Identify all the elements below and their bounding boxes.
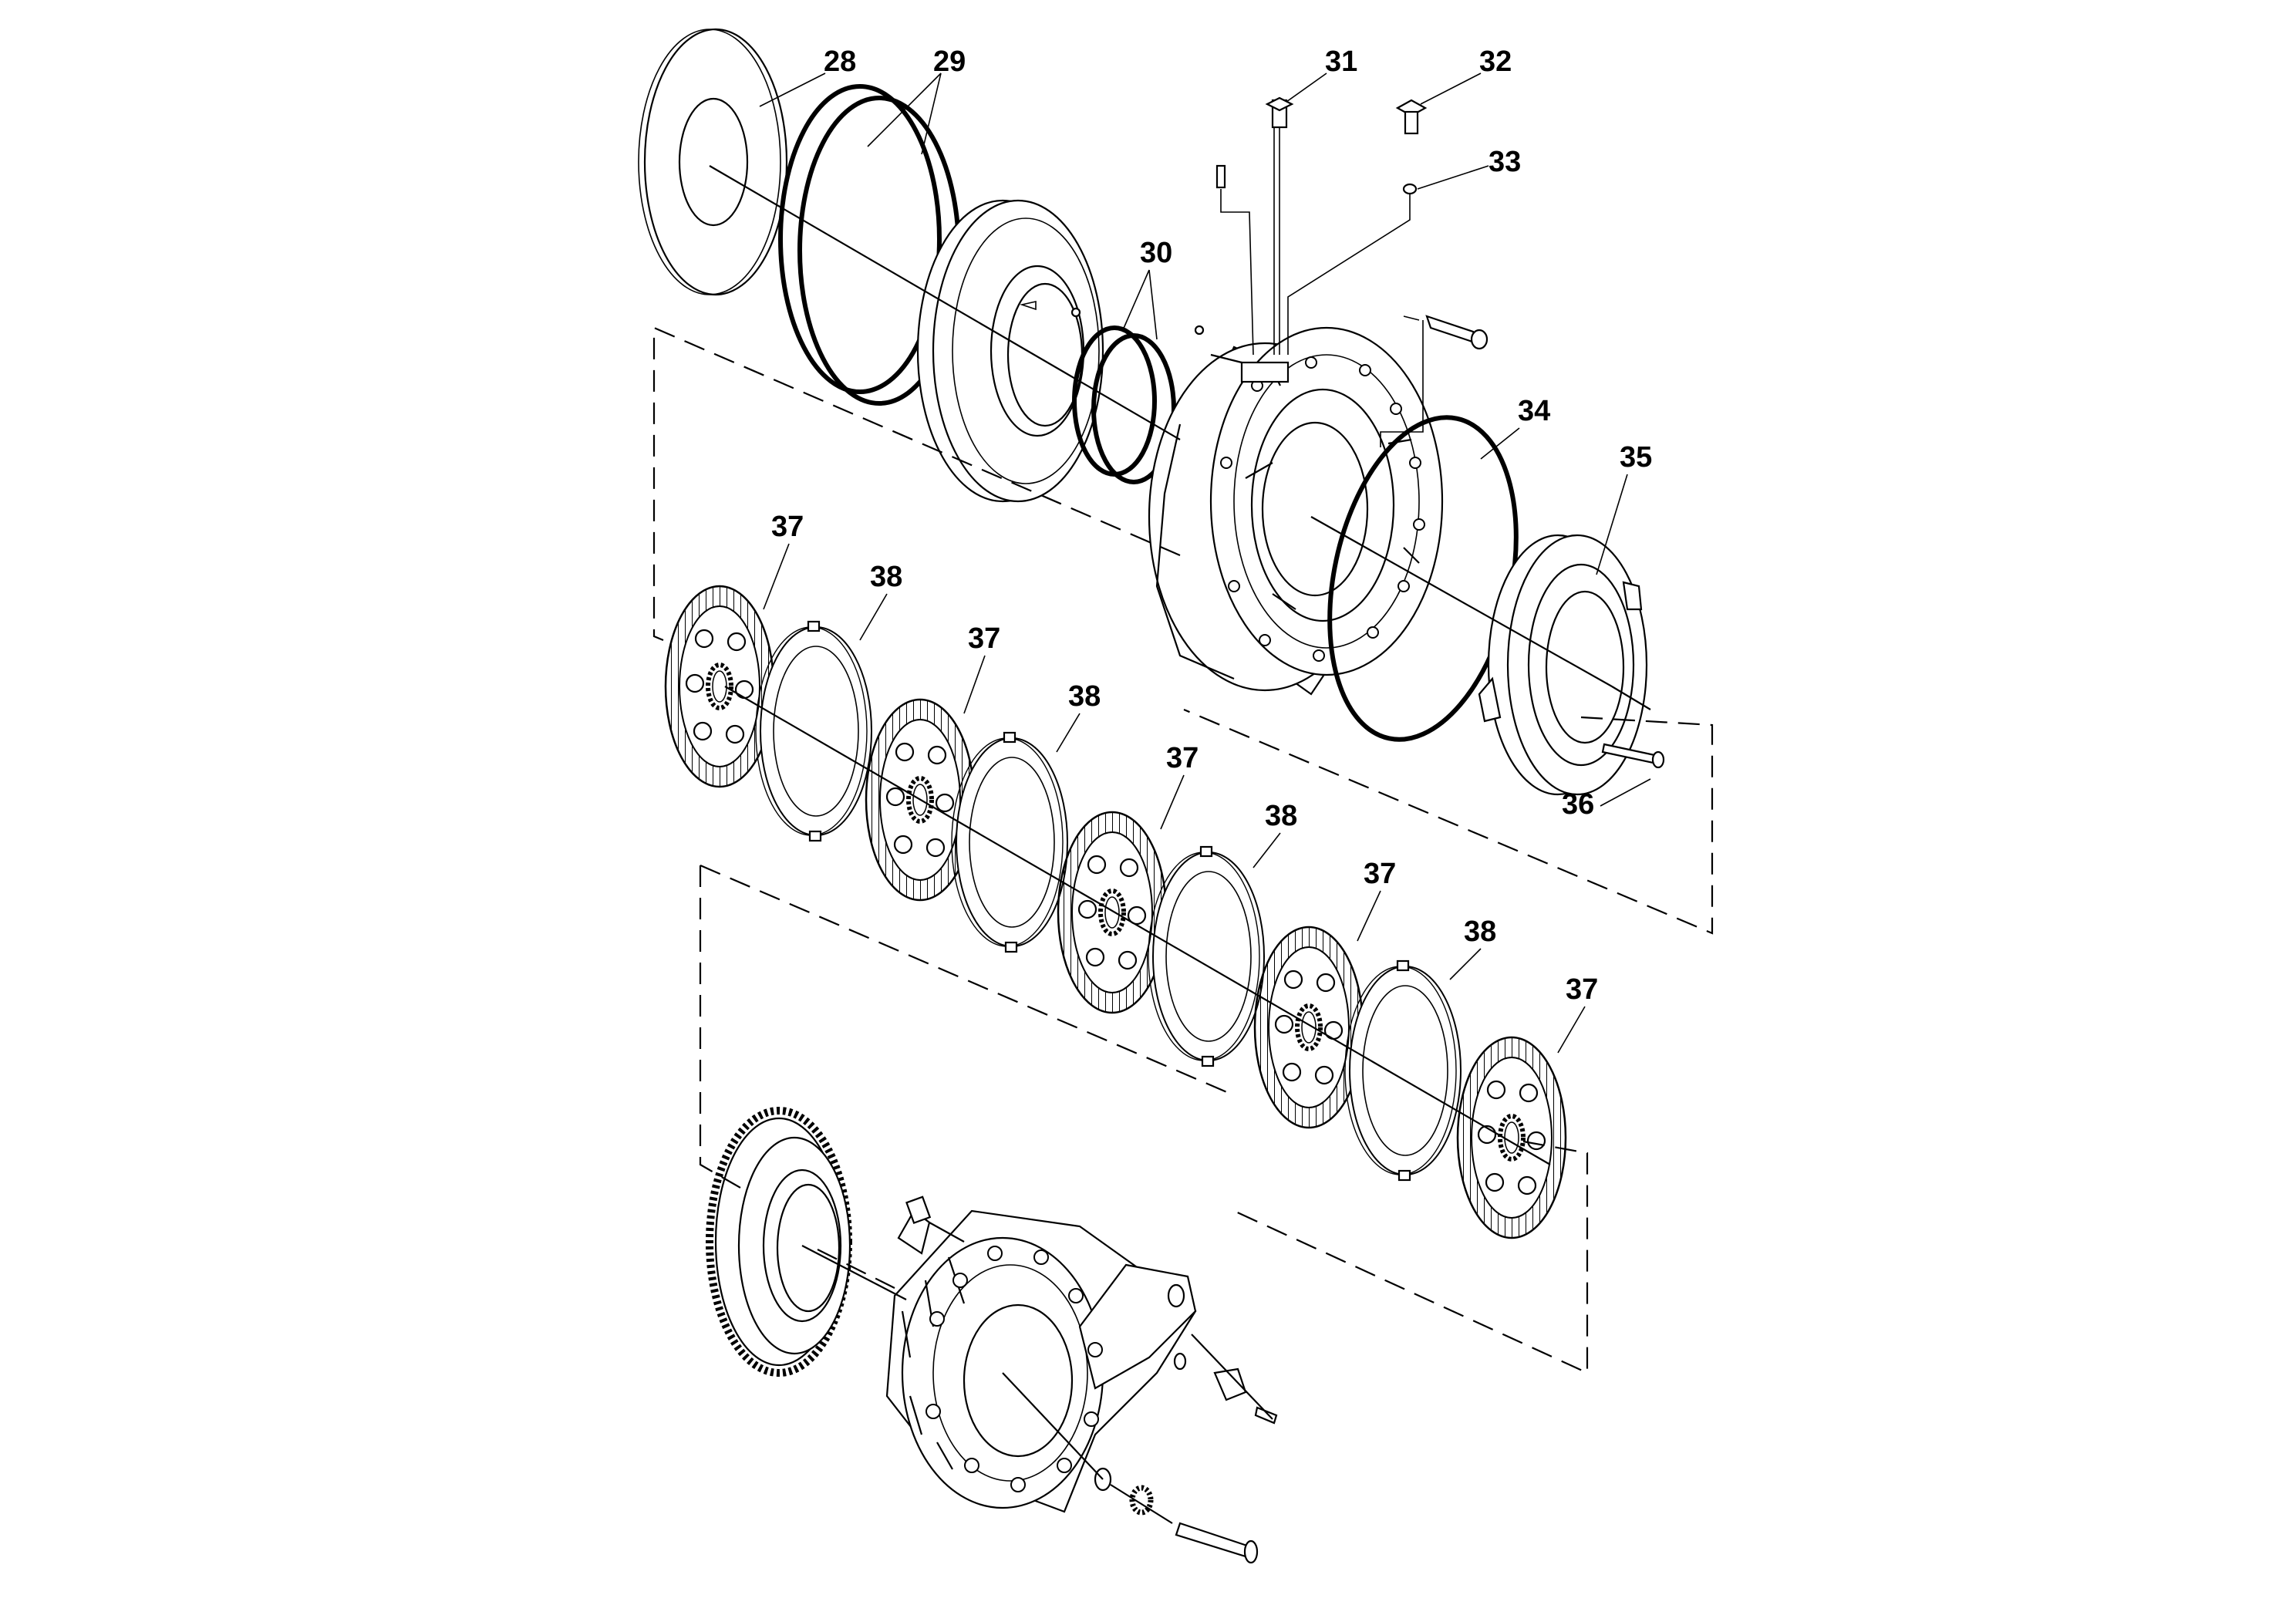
part-35-cover <box>1478 534 1648 796</box>
callout-33: 33 <box>1489 146 1521 178</box>
callout-35: 35 <box>1620 441 1652 474</box>
callout-labels: 28 29 30 31 32 33 34 35 36 37 38 37 38 3… <box>771 46 1652 1006</box>
callout-32: 32 <box>1479 46 1512 78</box>
callout-38-d: 38 <box>1464 916 1496 948</box>
callout-37-a: 37 <box>771 511 804 543</box>
friction-disc-5 <box>1458 1037 1566 1238</box>
callout-31: 31 <box>1325 46 1357 78</box>
part-31-vent-plug <box>1265 96 1294 355</box>
callout-37-c: 37 <box>1166 742 1199 774</box>
part-28-washer <box>638 28 788 296</box>
steel-plate-2 <box>950 731 1069 953</box>
brake-housing <box>1148 326 1444 696</box>
callout-leaders <box>759 73 1651 1054</box>
callout-37-b: 37 <box>968 622 1000 655</box>
part-36-screw <box>1601 743 1665 769</box>
dashed-alignment-frames <box>652 326 1714 1374</box>
callout-37-e: 37 <box>1566 973 1598 1006</box>
set-screw <box>1215 164 1254 356</box>
steel-plate-3 <box>1147 845 1266 1067</box>
callout-28: 28 <box>824 46 856 78</box>
housing-bolt <box>1194 315 1489 447</box>
assembly-axis-lines <box>709 165 1651 1524</box>
callout-29: 29 <box>933 46 966 78</box>
callout-34: 34 <box>1518 395 1550 427</box>
callout-38-c: 38 <box>1265 800 1297 832</box>
callout-38-b: 38 <box>1068 680 1101 713</box>
axle-housing <box>885 1195 1197 1513</box>
callout-38-a: 38 <box>870 561 902 593</box>
piston <box>916 199 1104 503</box>
geared-hub <box>706 1107 852 1377</box>
part-33-washer <box>1287 183 1418 355</box>
small-hardware <box>1094 1352 1278 1564</box>
steel-plate-1 <box>754 620 873 842</box>
callout-36: 36 <box>1562 788 1594 821</box>
part-32-bleed-screw <box>1395 99 1428 135</box>
callout-30: 30 <box>1140 237 1172 269</box>
callout-37-d: 37 <box>1364 858 1396 890</box>
steel-plate-4 <box>1344 959 1462 1182</box>
